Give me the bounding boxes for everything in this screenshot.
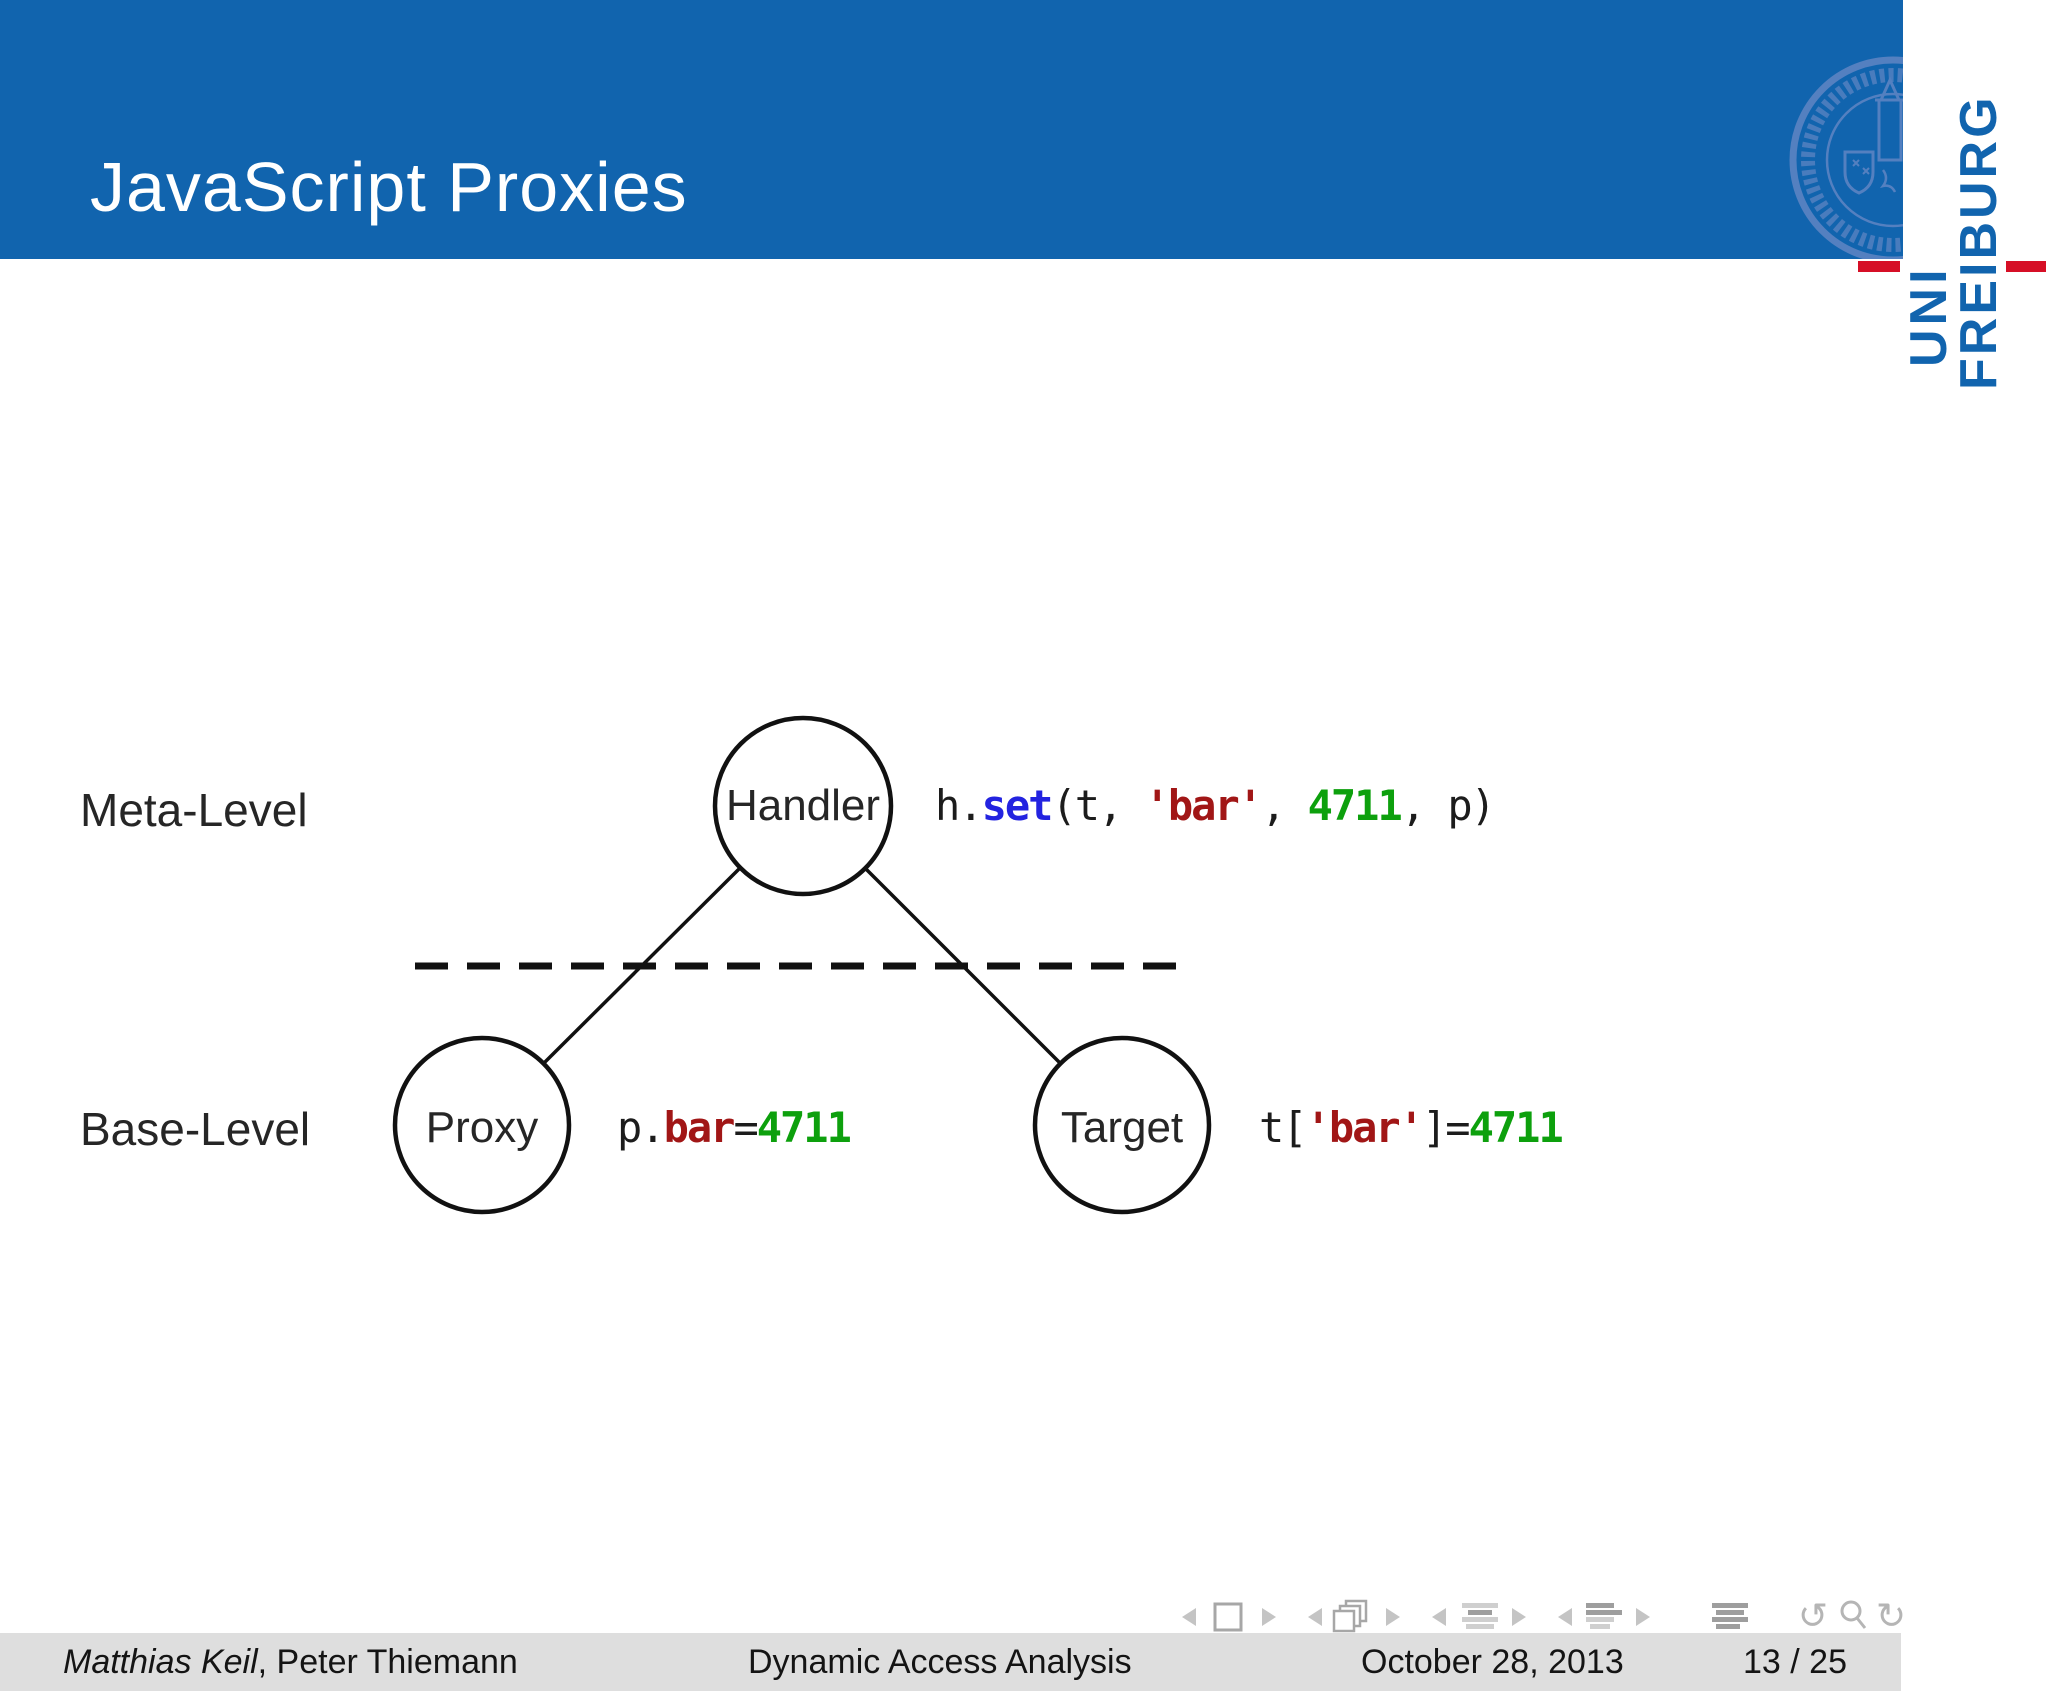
meta-level-label: Meta-Level [80, 784, 308, 836]
title-bar: JavaScript Proxies [0, 0, 1903, 259]
code-object: h. [935, 781, 984, 830]
undo-icon[interactable]: ↺ [1798, 1596, 1828, 1637]
next-frame-icon[interactable] [1386, 1608, 1400, 1626]
proxy-node-label: Proxy [425, 1103, 539, 1152]
university-seal-icon [1789, 56, 1903, 259]
prev-section-icon[interactable] [1558, 1608, 1572, 1626]
subsection-lines-icon[interactable] [1462, 1603, 1498, 1629]
logo-freiburg-text: FREIBURG [1950, 94, 2008, 390]
target-code: t['bar']=4711 [1259, 1100, 1564, 1156]
prev-slide-icon[interactable] [1182, 1608, 1196, 1626]
handler-code: h.set(t, 'bar', 4711, p) [935, 778, 1496, 834]
handler-node-circle [712, 715, 894, 897]
logo-red-bar-right-icon [2006, 261, 2046, 272]
prev-frame-icon[interactable] [1308, 1608, 1322, 1626]
next-subsection-icon[interactable] [1512, 1608, 1526, 1626]
footer-page-number: 13 / 25 [1743, 1643, 1847, 1681]
base-level-label: Base-Level [80, 1103, 311, 1155]
logo-red-bar-left-icon [1858, 261, 1900, 272]
footer-date: October 28, 2013 [1361, 1643, 1624, 1681]
search-icon[interactable] [1840, 1600, 1867, 1629]
svg-text:↻: ↻ [1876, 1596, 1906, 1637]
code-args-open: (t, [1051, 781, 1145, 830]
page-title: JavaScript Proxies [90, 148, 688, 226]
code-args-close: , p) [1400, 781, 1496, 830]
footer-bar: Matthias Keil, Peter Thiemann Dynamic Ac… [0, 1633, 1901, 1691]
frame-stack-icon[interactable] [1332, 1599, 1368, 1633]
code-keyword-set: set [981, 781, 1054, 830]
svg-text:↺: ↺ [1798, 1596, 1828, 1637]
code-number-4711: 4711 [1468, 1103, 1564, 1152]
code-prop-bar: bar [663, 1103, 736, 1152]
handler-node-label: Handler [725, 781, 881, 830]
beamer-nav-bar: ↺ ↻ [1182, 1596, 1906, 1637]
code-string-bar: 'bar' [1305, 1103, 1424, 1152]
code-string-bar: 'bar' [1144, 781, 1263, 830]
footer-author-2: , Peter Thiemann [257, 1643, 518, 1681]
target-node-circle [1032, 1035, 1212, 1215]
current-slide-icon[interactable] [1213, 1602, 1243, 1632]
footer-authors: Matthias Keil, Peter Thiemann [63, 1633, 518, 1691]
code-equals: = [733, 1103, 758, 1152]
code-comma: , [1261, 781, 1308, 830]
prev-subsection-icon[interactable] [1432, 1608, 1446, 1626]
target-node-label: Target [1060, 1103, 1184, 1152]
section-lines-icon[interactable] [1586, 1603, 1622, 1629]
code-object: p. [617, 1103, 666, 1152]
code-object: t[ [1259, 1103, 1308, 1152]
next-section-icon[interactable] [1636, 1608, 1650, 1626]
code-number-4711: 4711 [1307, 781, 1403, 830]
document-lines-icon[interactable] [1712, 1603, 1748, 1629]
footer-short-title: Dynamic Access Analysis [748, 1643, 1132, 1681]
proxy-code: p.bar=4711 [617, 1100, 852, 1156]
code-number-4711: 4711 [756, 1103, 852, 1152]
next-slide-icon[interactable] [1262, 1608, 1276, 1626]
footer-author-1: Matthias Keil [63, 1643, 258, 1681]
logo-uni-text: UNI [1900, 265, 1958, 367]
code-bracket-equals: ]= [1422, 1103, 1471, 1152]
proxy-diagram [392, 715, 1212, 1215]
proxy-node-circle [392, 1035, 572, 1215]
redo-icon[interactable]: ↻ [1876, 1596, 1906, 1637]
